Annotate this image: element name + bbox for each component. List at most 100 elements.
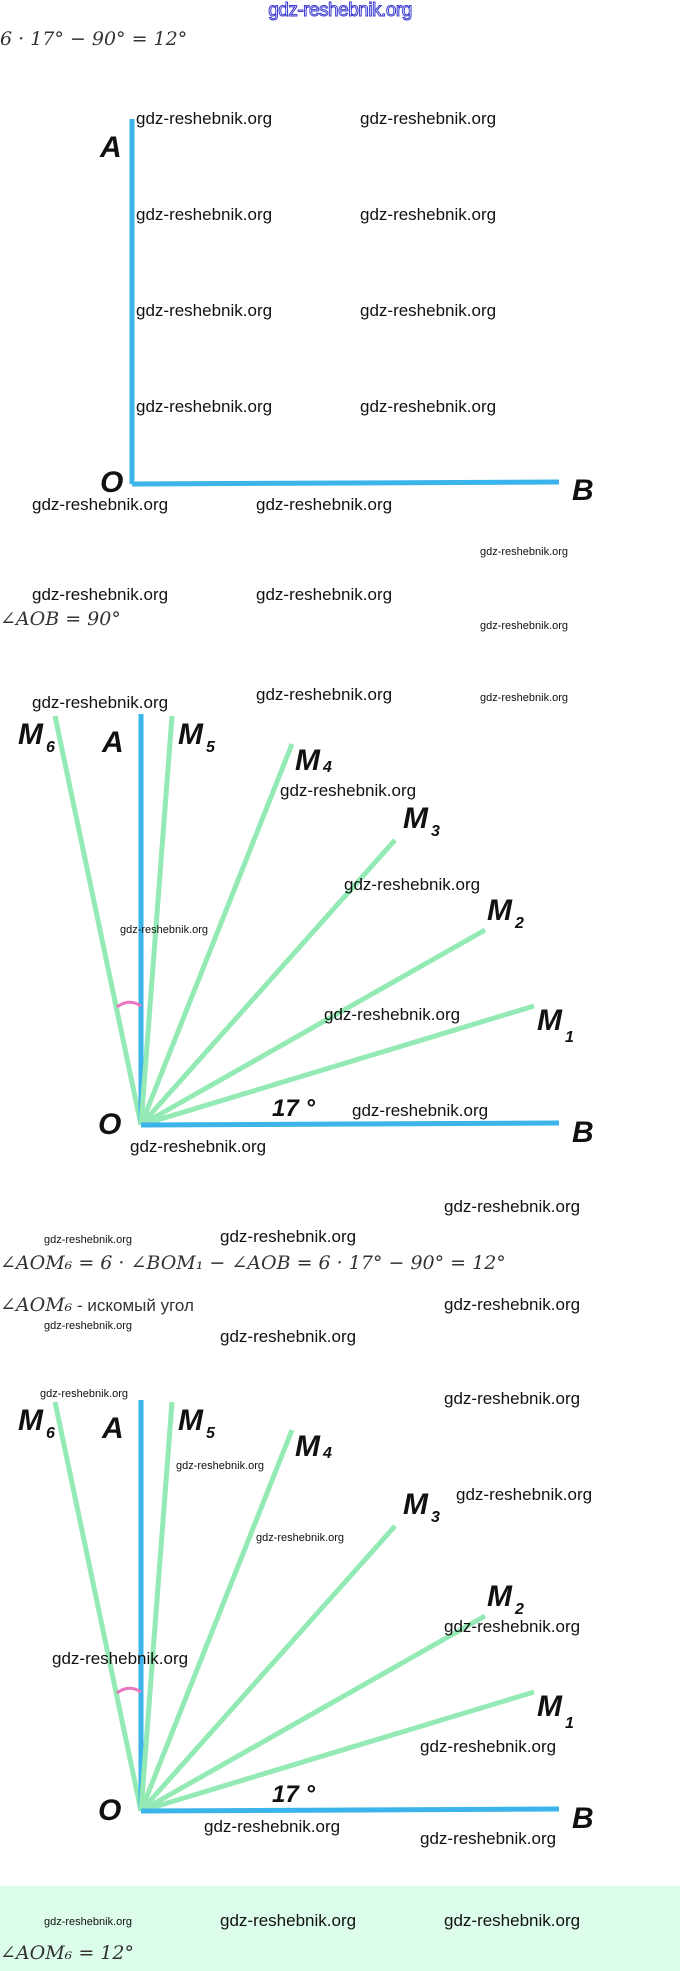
watermark: gdz-reshebnik.org xyxy=(444,1295,581,1314)
note-text: - искомый угол xyxy=(72,1296,194,1315)
ray-OM1 xyxy=(140,1689,535,1814)
ray-OM6 xyxy=(52,1401,144,1812)
ray-OM6 xyxy=(52,715,144,1126)
label-A: A xyxy=(99,131,122,164)
watermark: gdz-reshebnik.org xyxy=(480,692,569,704)
ray-OM4 xyxy=(138,1429,295,1812)
watermark: gdz-reshebnik.org xyxy=(136,397,273,416)
watermark: gdz-reshebnik.org xyxy=(44,1916,133,1928)
watermark: gdz-reshebnik.org xyxy=(444,1389,581,1408)
watermark: gdz-reshebnik.org xyxy=(444,1911,581,1930)
label-M2: M xyxy=(487,894,513,927)
watermark: gdz-reshebnik.org xyxy=(120,924,209,936)
angle-arc xyxy=(116,1686,142,1695)
label-A: A xyxy=(101,726,124,759)
watermark: gdz-reshebnik.org xyxy=(136,205,273,224)
note-line: ∠AOM₆ - искомый угол xyxy=(0,1294,194,1317)
watermark: gdz-reshebnik.org xyxy=(360,109,497,128)
label-M1: M xyxy=(537,1690,563,1723)
watermark: gdz-reshebnik.org xyxy=(220,1227,357,1246)
ray-OM5 xyxy=(138,1401,175,1812)
label-M3-sub: 3 xyxy=(431,1509,440,1526)
watermark: gdz-reshebnik.org xyxy=(256,585,393,604)
label-O: O xyxy=(100,466,123,499)
angle-label: 17 ° xyxy=(272,1781,315,1808)
formula-step1: 6 · 17° − 90° = 12° xyxy=(0,28,188,50)
label-M2-sub: 2 xyxy=(514,915,524,932)
ray-OB xyxy=(140,1120,560,1128)
ray-OB xyxy=(131,479,560,487)
label-M1: M xyxy=(537,1004,563,1037)
note-math: ∠AOM₆ xyxy=(0,1294,73,1316)
diagram-rays: M 6 A M 5 M 4 M 3 M 2 M 1 17 ° O B xyxy=(18,714,594,1149)
angle-arc xyxy=(116,1000,142,1009)
angle-label: 17 ° xyxy=(272,1095,315,1122)
watermark: gdz-reshebnik.org xyxy=(480,546,569,558)
label-M1-sub: 1 xyxy=(565,1715,574,1732)
watermark: gdz-reshebnik.org xyxy=(420,1829,557,1848)
watermark: gdz-reshebnik.org xyxy=(344,875,481,894)
ray-OM5 xyxy=(138,715,175,1126)
watermark: gdz-reshebnik.org xyxy=(204,1817,341,1836)
formula-step2: ∠AOB = 90° xyxy=(0,608,121,630)
diagram-right-angle: A O B xyxy=(99,119,594,507)
ray-OB xyxy=(140,1806,560,1814)
watermark: gdz-reshebnik.org xyxy=(360,397,497,416)
site-logo[interactable]: gdz-reshebnik.org xyxy=(268,0,413,22)
label-A: A xyxy=(101,1412,124,1445)
ray-OM3 xyxy=(139,838,397,1127)
diagram-rays-repeat: M 6 A M 5 M 4 M 3 M 2 M 1 17 ° O B xyxy=(18,1400,594,1835)
watermark: gdz-reshebnik.org xyxy=(480,620,569,632)
label-M4: M xyxy=(295,1430,321,1463)
label-M3: M xyxy=(403,802,429,835)
label-B: B xyxy=(572,1116,594,1149)
label-M2-sub: 2 xyxy=(514,1601,524,1618)
watermark: gdz-reshebnik.org xyxy=(220,1327,357,1346)
label-M5-sub: 5 xyxy=(206,1425,216,1442)
answer-panel xyxy=(0,1886,680,1971)
formula-step3: ∠AOM₆ = 6 · ∠BOM₁ − ∠AOB = 6 · 17° − 90°… xyxy=(0,1252,506,1274)
watermark: gdz-reshebnik.org xyxy=(444,1617,581,1636)
label-M1-sub: 1 xyxy=(565,1029,574,1046)
watermark: gdz-reshebnik.org xyxy=(32,585,169,604)
label-M6-sub: 6 xyxy=(46,1425,55,1442)
watermark: gdz-reshebnik.org xyxy=(256,685,393,704)
watermark: gdz-reshebnik.org xyxy=(256,495,393,514)
label-O: O xyxy=(98,1108,121,1141)
ray-OM2 xyxy=(139,1613,487,1814)
label-M5: M xyxy=(178,718,204,751)
watermark: gdz-reshebnik.org xyxy=(420,1737,557,1756)
ray-OM2 xyxy=(139,927,487,1128)
label-M6: M xyxy=(18,1404,44,1437)
watermark: gdz-reshebnik.org xyxy=(324,1005,461,1024)
watermark: gdz-reshebnik.org xyxy=(136,109,273,128)
label-M4-sub: 4 xyxy=(322,759,332,776)
watermark: gdz-reshebnik.org xyxy=(52,1649,189,1668)
label-M3-sub: 3 xyxy=(431,823,440,840)
watermark: gdz-reshebnik.org xyxy=(136,301,273,320)
label-M3: M xyxy=(403,1488,429,1521)
label-B: B xyxy=(572,1802,594,1835)
watermark: gdz-reshebnik.org xyxy=(456,1485,593,1504)
answer-formula: ∠AOM₆ = 12° xyxy=(0,1942,134,1964)
watermark: gdz-reshebnik.org xyxy=(256,1532,345,1544)
watermark: gdz-reshebnik.org xyxy=(360,205,497,224)
watermark: gdz-reshebnik.org xyxy=(220,1911,357,1930)
label-M4: M xyxy=(295,744,321,777)
watermark: gdz-reshebnik.org xyxy=(444,1197,581,1216)
watermark: gdz-reshebnik.org xyxy=(32,693,169,712)
label-M5: M xyxy=(178,1404,204,1437)
label-M2: M xyxy=(487,1580,513,1613)
watermark: gdz-reshebnik.org xyxy=(130,1137,267,1156)
label-M6: M xyxy=(18,718,44,751)
watermark: gdz-reshebnik.org xyxy=(32,495,169,514)
label-M4-sub: 4 xyxy=(322,1445,332,1462)
label-M5-sub: 5 xyxy=(206,739,216,756)
label-M6-sub: 6 xyxy=(46,739,55,756)
ray-OM1 xyxy=(140,1003,535,1128)
label-O: O xyxy=(98,1794,121,1827)
label-B: B xyxy=(572,474,594,507)
watermark: gdz-reshebnik.org xyxy=(44,1234,133,1246)
watermark: gdz-reshebnik.org xyxy=(360,301,497,320)
